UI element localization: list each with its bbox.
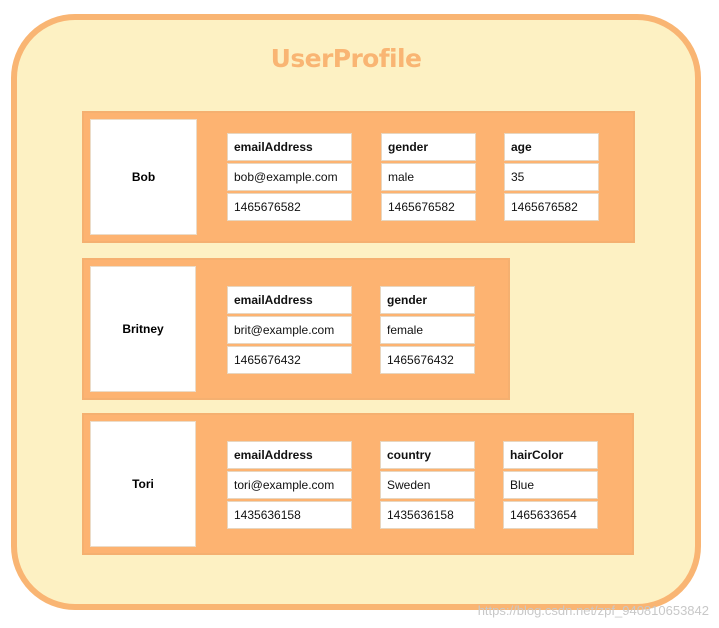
- column-gender: gender female 1465676432: [380, 286, 475, 376]
- column-name: emailAddress: [227, 441, 352, 469]
- row-bob: Bob emailAddress bob@example.com 1465676…: [82, 111, 635, 243]
- column-name: age: [504, 133, 599, 161]
- column-value: brit@example.com: [227, 316, 352, 344]
- column-gender: gender male 1465676582: [381, 133, 476, 223]
- column-value: tori@example.com: [227, 471, 352, 499]
- column-hair-color: hairColor Blue 1465633654: [503, 441, 598, 531]
- column-name: country: [380, 441, 475, 469]
- column-family-title: UserProfile: [270, 44, 422, 73]
- column-timestamp: 1465676432: [227, 346, 352, 374]
- column-timestamp: 1465676582: [381, 193, 476, 221]
- column-name: emailAddress: [227, 286, 352, 314]
- column-timestamp: 1465633654: [503, 501, 598, 529]
- column-timestamp: 1465676582: [504, 193, 599, 221]
- column-value: male: [381, 163, 476, 191]
- column-name: hairColor: [503, 441, 598, 469]
- column-timestamp: 1465676432: [380, 346, 475, 374]
- column-value: 35: [504, 163, 599, 191]
- column-timestamp: 1465676582: [227, 193, 352, 221]
- column-value: bob@example.com: [227, 163, 352, 191]
- column-age: age 35 1465676582: [504, 133, 599, 223]
- row-britney: Britney emailAddress brit@example.com 14…: [82, 258, 510, 400]
- column-email-address: emailAddress brit@example.com 1465676432: [227, 286, 352, 376]
- column-email-address: emailAddress tori@example.com 1435636158: [227, 441, 352, 531]
- column-name: gender: [380, 286, 475, 314]
- column-value: female: [380, 316, 475, 344]
- row-tori: Tori emailAddress tori@example.com 14356…: [82, 413, 634, 555]
- column-timestamp: 1435636158: [227, 501, 352, 529]
- column-email-address: emailAddress bob@example.com 1465676582: [227, 133, 352, 223]
- column-timestamp: 1435636158: [380, 501, 475, 529]
- column-value: Sweden: [380, 471, 475, 499]
- column-country: country Sweden 1435636158: [380, 441, 475, 531]
- column-name: emailAddress: [227, 133, 352, 161]
- row-key: Britney: [90, 266, 196, 392]
- column-value: Blue: [503, 471, 598, 499]
- column-name: gender: [381, 133, 476, 161]
- row-key: Bob: [90, 119, 197, 235]
- watermark: https://blog.csdn.net/zpf_940810653842: [477, 603, 709, 618]
- row-key: Tori: [90, 421, 196, 547]
